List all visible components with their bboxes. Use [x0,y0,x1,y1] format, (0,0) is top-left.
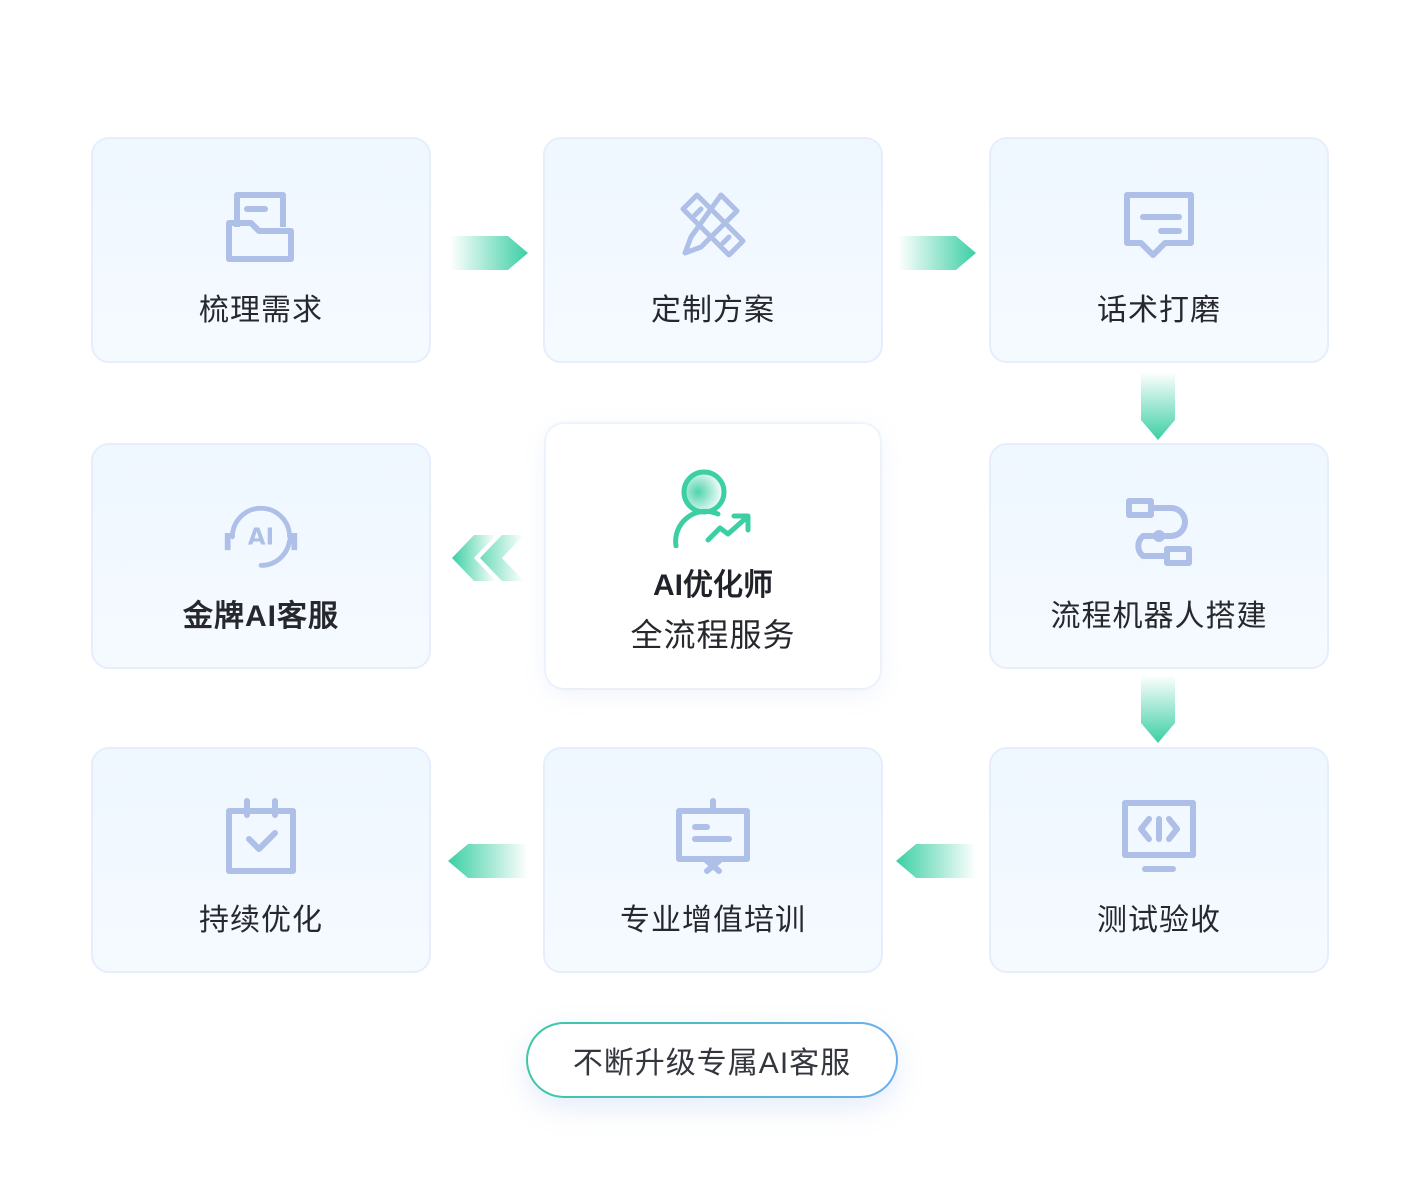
step-card-requirements: 梳理需求 [91,137,431,363]
workflow-icon [1119,493,1199,573]
ai-headset-icon: AI [221,493,301,573]
arrow-right-2 [898,236,976,270]
user-growth-icon [668,468,758,549]
arrow-right-1 [450,236,528,270]
step-label: 金牌AI客服 [183,600,339,633]
chat-bubble-icon [1119,187,1199,267]
step-label: 话术打磨 [1097,294,1221,327]
step-label: 持续优化 [199,904,323,937]
arrow-left-2 [896,844,976,878]
center-subtitle: 全流程服务 [630,617,796,653]
step-card-continuous-optimization: 持续优化 [91,747,431,973]
ruler-pencil-icon [673,187,753,267]
step-card-gold-ai-service: AI 金牌AI客服 [91,443,431,669]
step-label: 梳理需求 [199,294,323,327]
calendar-check-icon [221,797,301,877]
upgrade-pill: 不断升级专属AI客服 [526,1022,898,1098]
step-card-training: 专业增值培训 [543,747,883,973]
center-card-ai-optimizer: AI优化师 全流程服务 [546,424,880,688]
upgrade-pill-label: 不断升级专属AI客服 [528,1024,896,1096]
step-card-custom-plan: 定制方案 [543,137,883,363]
step-label: 定制方案 [651,294,775,327]
step-label: 测试验收 [1097,904,1221,937]
center-title: AI优化师 [653,569,773,602]
step-card-script-polish: 话术打磨 [989,137,1329,363]
arrow-left-1 [448,844,528,878]
arrow-down-2 [1141,675,1175,743]
arrow-down-1 [1141,372,1175,440]
step-label: 流程机器人搭建 [1050,600,1268,633]
step-card-workflow-bot: 流程机器人搭建 [989,443,1329,669]
folder-document-icon [221,187,301,267]
svg-text:AI: AI [248,524,274,550]
double-chevron-left-arrow [452,535,524,581]
code-monitor-icon [1119,797,1199,877]
step-card-testing: 测试验收 [989,747,1329,973]
presentation-board-icon [673,797,753,877]
step-label: 专业增值培训 [620,904,806,937]
